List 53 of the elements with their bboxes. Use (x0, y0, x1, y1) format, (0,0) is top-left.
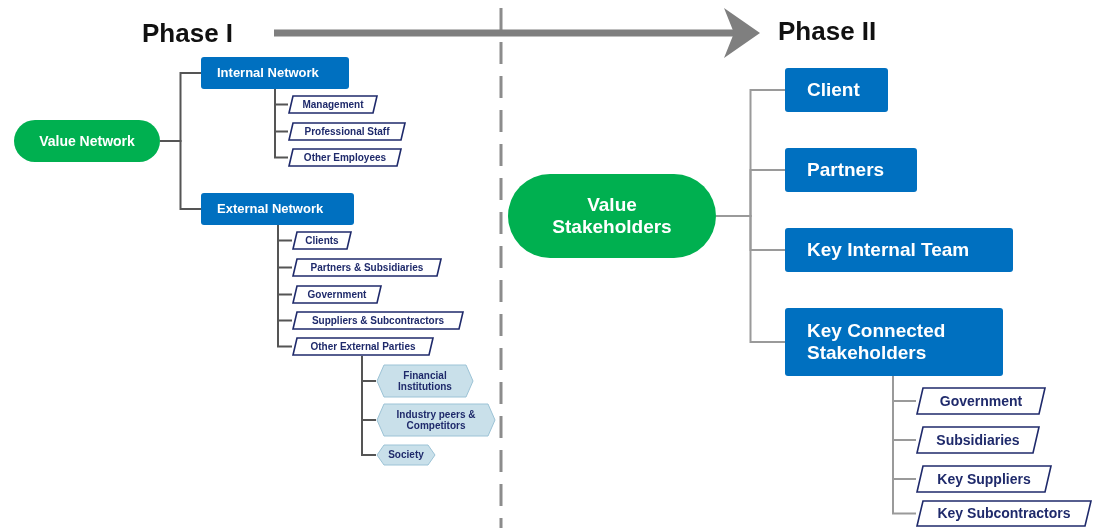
node-label: Clients (305, 234, 339, 247)
parallelogram-box (292, 337, 434, 356)
parallelogram-box (916, 465, 1052, 493)
hexagon-box (376, 364, 474, 398)
category-box (785, 68, 888, 112)
node-label: Other External Parties (310, 340, 416, 353)
node-label: Industry peers & Competitors (395, 408, 477, 432)
node-label: Management (302, 98, 364, 111)
parallelogram-box (288, 148, 402, 167)
node-label: Partners (807, 159, 885, 181)
hexagon-box (376, 444, 436, 466)
node-label: Internal Network (217, 65, 319, 81)
node-label: Suppliers & Subcontractors (311, 314, 445, 327)
connector-line (361, 355, 377, 456)
connector-line (277, 224, 293, 348)
category-box (785, 148, 917, 192)
node-label: External Network (217, 201, 324, 217)
category-box (785, 228, 1013, 272)
node-label: Government (939, 392, 1023, 410)
root-pill (14, 120, 160, 162)
category-box (201, 193, 354, 225)
parallelogram-box (288, 122, 406, 141)
node-label: Value Network (39, 132, 135, 150)
parallelogram-box (292, 285, 382, 304)
connector-line (274, 88, 289, 159)
node-label: Society (388, 449, 424, 461)
parallelogram-box (292, 231, 352, 250)
node-label: Key Connected Stakeholders (807, 320, 947, 364)
parallelogram-box (292, 311, 464, 330)
node-label: Government (307, 288, 367, 301)
connector-line (892, 375, 917, 515)
node-label: Other Employees (303, 151, 387, 164)
node-label: Key Internal Team (807, 239, 970, 261)
node-label: Value Stakeholders (551, 194, 673, 238)
node-label: Financial Institutions (397, 369, 453, 393)
node-label: Client (807, 79, 860, 101)
phase-title: Phase II (778, 16, 877, 47)
parallelogram-box (292, 258, 442, 277)
hexagon-box (376, 403, 496, 437)
node-label: Key Suppliers (937, 470, 1031, 488)
phase-title: Phase I (142, 18, 234, 49)
parallelogram-box (916, 426, 1040, 454)
node-label: Professional Staff (304, 125, 390, 138)
connector-line (715, 215, 786, 343)
parallelogram-box (916, 500, 1092, 527)
connector-line (159, 140, 202, 210)
node-label: Partners & Subsidiaries (310, 261, 424, 274)
parallelogram-box (916, 387, 1046, 415)
node-label: Subsidiaries (936, 431, 1020, 449)
category-box (201, 57, 349, 89)
node-label: Key Subcontractors (937, 505, 1071, 522)
category-box (785, 308, 1003, 376)
parallelogram-box (288, 95, 378, 114)
